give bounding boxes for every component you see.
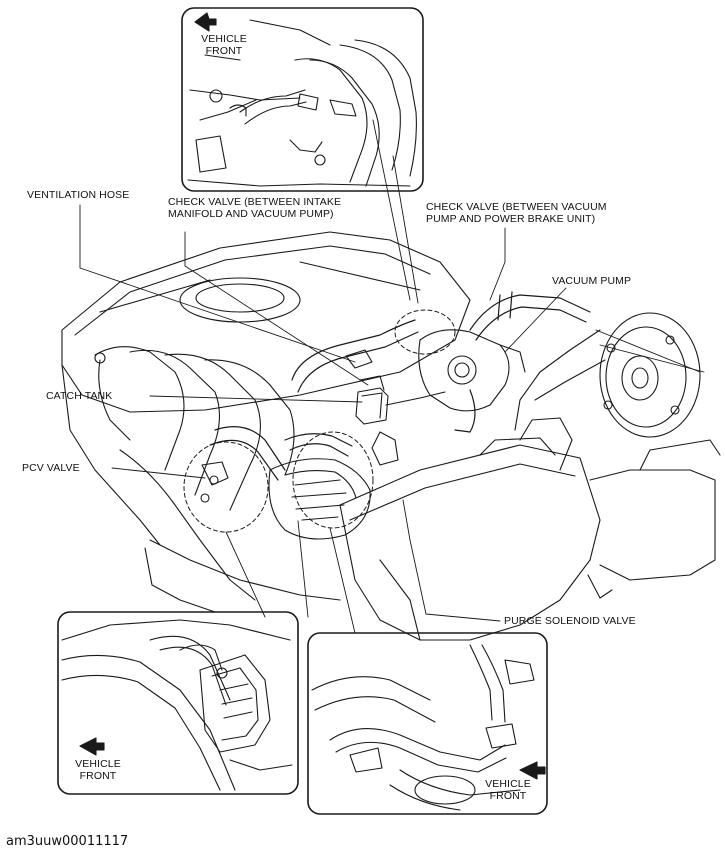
label-check-valve-vacuum-line1: CHECK VALVE (BETWEEN VACUUM xyxy=(426,201,607,213)
inset-top-vehicle-line2: FRONT xyxy=(205,45,243,57)
inset-bottom-left-vehicle-line2: FRONT xyxy=(79,770,117,782)
figure-code: am3uuw00011117 xyxy=(6,834,129,849)
catch-tank xyxy=(345,349,446,466)
inset-top-vehicle-line1: VEHICLE xyxy=(201,33,247,45)
label-catch-tank: CATCH TANK xyxy=(46,390,113,402)
label-pcv-valve: PCV VALVE xyxy=(22,462,80,474)
label-check-valve-intake-line1: CHECK VALVE (BETWEEN INTAKE xyxy=(168,196,342,208)
label-purge-solenoid-valve: PURGE SOLENOID VALVE xyxy=(504,615,636,627)
inset-bottom-right-vehicle-line1: VEHICLE xyxy=(485,778,531,790)
label-check-valve-intake-line2: MANIFOLD AND VACUUM PUMP) xyxy=(168,208,334,220)
detail-circles xyxy=(183,309,456,533)
inset-bottom-right-vehicle-line2: FRONT xyxy=(489,790,527,802)
brake-booster xyxy=(514,312,701,438)
inset-bottom-left xyxy=(57,611,299,795)
engine-cover xyxy=(61,231,471,546)
intake-manifold xyxy=(94,346,341,613)
label-ventilation-hose: VENTILATION HOSE xyxy=(27,189,130,201)
vacuum-pump xyxy=(418,329,526,412)
leader-lines xyxy=(79,119,705,634)
pcv-area xyxy=(201,461,229,486)
inset-bottom-left-vehicle-line1: VEHICLE xyxy=(75,758,121,770)
inset-top xyxy=(181,7,424,192)
hoses xyxy=(209,291,591,481)
air-cleaner xyxy=(339,417,721,641)
label-vacuum-pump: VACUUM PUMP xyxy=(552,275,632,287)
inset-bottom-right xyxy=(307,632,548,815)
throttle-body xyxy=(268,458,371,540)
label-check-valve-vacuum-line2: PUMP AND POWER BRAKE UNIT) xyxy=(426,213,596,225)
